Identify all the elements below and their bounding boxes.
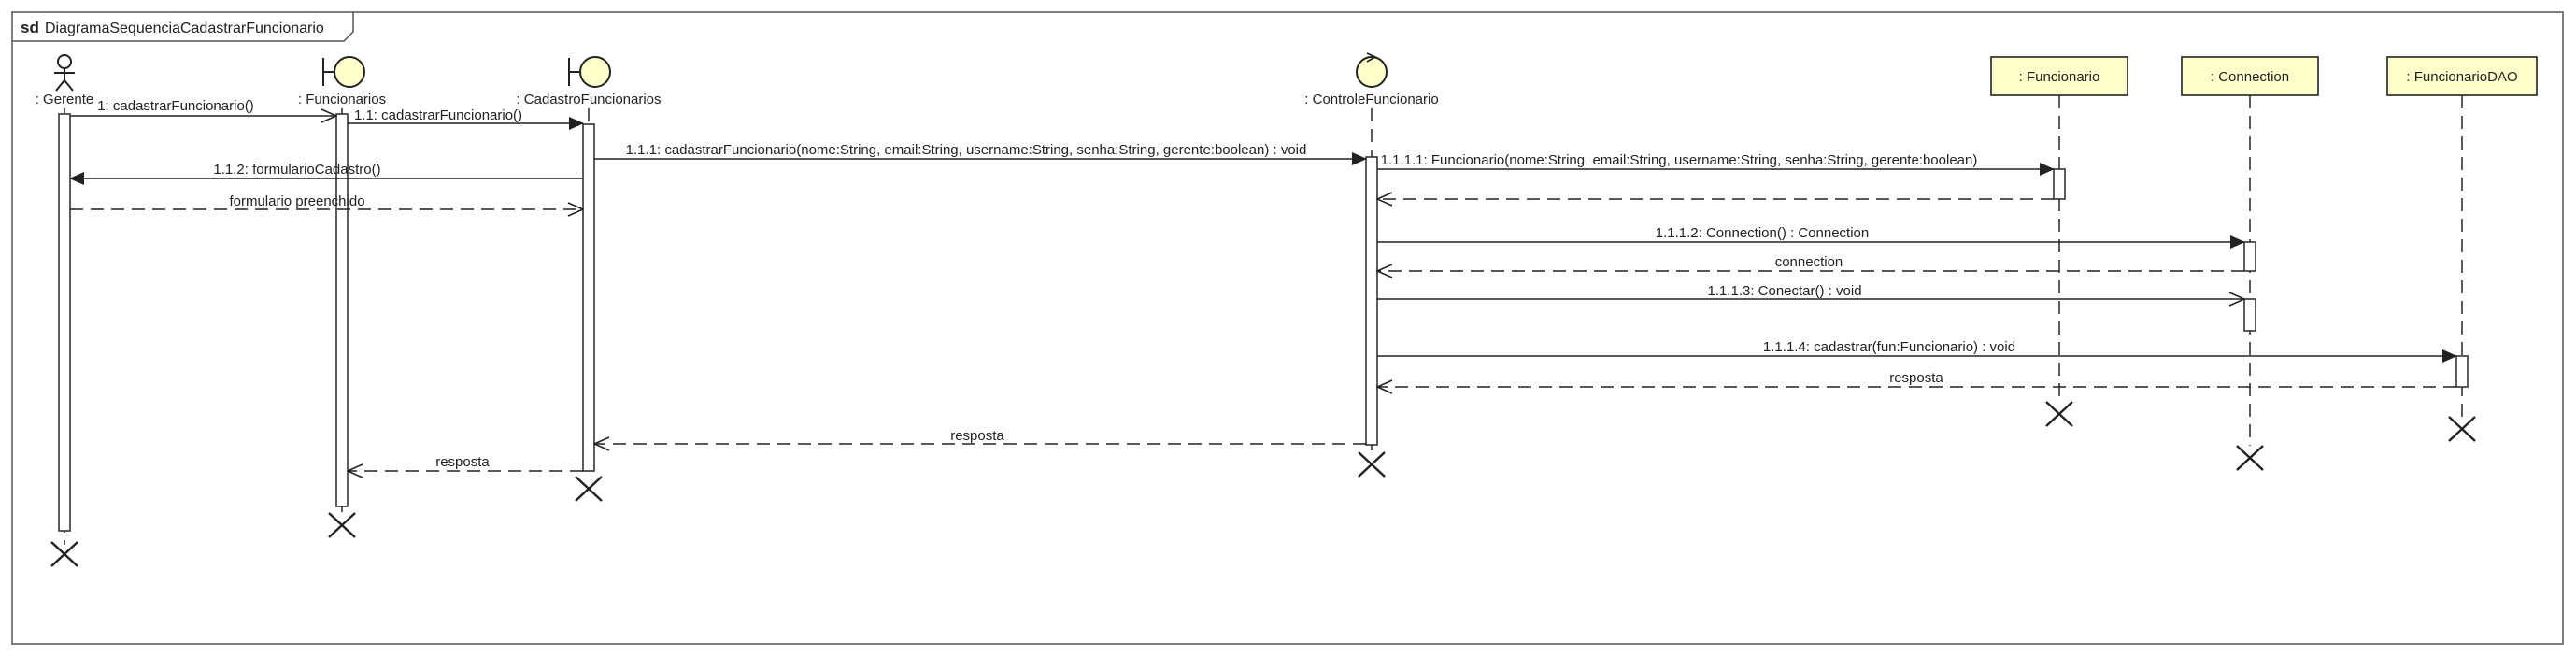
frame-keyword: sd: [21, 19, 39, 36]
participant-label: : CadastroFuncionarios: [516, 92, 661, 107]
participant-funcionarios: : Funcionarios: [298, 56, 386, 538]
participant-cadastro-funcionarios: : CadastroFuncionarios: [516, 56, 662, 502]
message-label: 1: cadastrarFuncionario(): [97, 98, 254, 114]
activation-bar: [2243, 241, 2256, 272]
destroy-mark: [50, 541, 78, 567]
participant-box: [1990, 56, 2128, 96]
message-label: resposta: [1889, 370, 1943, 386]
participant-gerente: : Gerente: [36, 54, 94, 567]
participant-label: : FuncionarioDAO: [2406, 69, 2517, 85]
participant-controle-funcionario: : ControleFuncionario: [1304, 52, 1439, 478]
actor-icon: [54, 54, 75, 92]
activation-bar: [2243, 298, 2256, 332]
participant-funcionario-dao: : FuncionarioDAO: [2386, 56, 2538, 442]
destroy-mark: [328, 512, 356, 538]
activation-bar: [582, 123, 595, 472]
message-1-1-2: 1.1.2: formularioCadastro(): [69, 162, 583, 185]
participant-label: : Funcionario: [2019, 69, 2100, 85]
message-1-1-1-4: 1.1.1.4: cadastrar(fun:Funcionario) : vo…: [1377, 339, 2457, 363]
message-label: 1.1.1.4: cadastrar(fun:Funcionario) : vo…: [1763, 339, 2015, 355]
message-label: connection: [1775, 254, 1843, 270]
message-1-1-1: 1.1.1: cadastrarFuncionario(nome:String,…: [594, 142, 1367, 165]
diagram-frame: sd DiagramaSequenciaCadastrarFuncionario: [11, 11, 2564, 645]
destroy-mark: [2045, 401, 2073, 427]
return-formulario-preenchido: formulario preenchido: [70, 193, 583, 209]
message-1-1: 1.1: cadastrarFuncionario(): [348, 107, 584, 130]
message-1-1-1-1: 1.1.1.1: Funcionario(nome:String, email:…: [1377, 152, 2055, 176]
message-label: 1.1.1.1: Funcionario(nome:String, email:…: [1381, 152, 1978, 168]
message-label: resposta: [435, 454, 490, 470]
message-label: 1.1.2: formularioCadastro(): [213, 162, 380, 178]
message-label: 1.1.1.2: Connection() : Connection: [1656, 225, 1869, 241]
activation-bar: [58, 113, 71, 532]
boundary-icon: [568, 56, 611, 88]
participant-label: : Funcionarios: [298, 92, 386, 107]
participant-box: [2386, 56, 2538, 96]
boundary-icon: [322, 56, 365, 88]
participant-label: : ControleFuncionario: [1304, 92, 1438, 107]
message-1-1-1-2: 1.1.1.2: Connection() : Connection: [1377, 225, 2245, 249]
participant-connection: : Connection: [2181, 56, 2319, 471]
frame-name: DiagramaSequenciaCadastrarFuncionario: [45, 21, 324, 36]
destroy-mark: [2448, 416, 2476, 442]
return-resposta-dao: resposta: [1377, 370, 2456, 387]
participant-box: [2181, 56, 2319, 96]
activation-bar: [2053, 168, 2066, 200]
activation-bar: [335, 113, 349, 507]
message-label: formulario preenchido: [229, 193, 364, 209]
message-1: 1: cadastrarFuncionario(): [70, 98, 336, 116]
message-label: resposta: [950, 428, 1004, 444]
participant-label: : Connection: [2211, 69, 2289, 85]
activation-bar: [1365, 156, 1378, 446]
participant-label: : Gerente: [36, 92, 94, 107]
message-label: 1.1: cadastrarFuncionario(): [354, 107, 522, 123]
destroy-mark: [1358, 451, 1386, 478]
message-label: 1.1.1.3: Conectar() : void: [1707, 283, 1861, 299]
destroy-mark: [2236, 445, 2264, 471]
return-connection: connection: [1377, 254, 2244, 271]
participant-funcionario: : Funcionario: [1990, 56, 2128, 427]
message-1-1-1-3: 1.1.1.3: Conectar() : void: [1377, 283, 2244, 299]
activation-bar: [2455, 355, 2469, 388]
return-resposta-cadastro: resposta: [348, 454, 583, 471]
return-resposta-controle: resposta: [594, 428, 1366, 444]
message-label: 1.1.1: cadastrarFuncionario(nome:String,…: [626, 142, 1307, 158]
control-icon: [1356, 52, 1388, 88]
destroy-mark: [575, 476, 603, 502]
